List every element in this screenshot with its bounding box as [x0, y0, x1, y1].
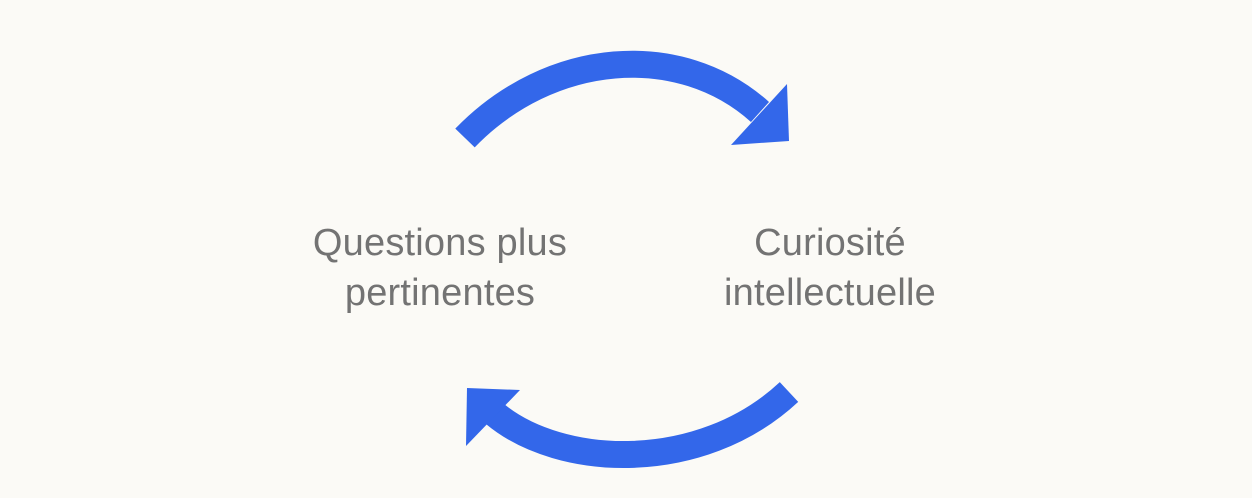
curiosity-label-line2: intellectuelle [724, 272, 936, 314]
questions-label-line1: Questions plus [312, 222, 568, 264]
bottom-arc-arrowhead [466, 388, 520, 446]
top-arc-arrowhead [731, 84, 789, 145]
curiosity-node-label: Curiosité intellectuelle [680, 218, 980, 318]
questions-node-label: Questions plus pertinentes [270, 218, 610, 318]
top-arc-arrow-shaft [455, 50, 770, 148]
questions-label-line2: pertinentes [344, 272, 536, 314]
bottom-arc-arrow-shaft [486, 381, 799, 469]
curiosity-label-line1: Curiosité [754, 222, 906, 264]
